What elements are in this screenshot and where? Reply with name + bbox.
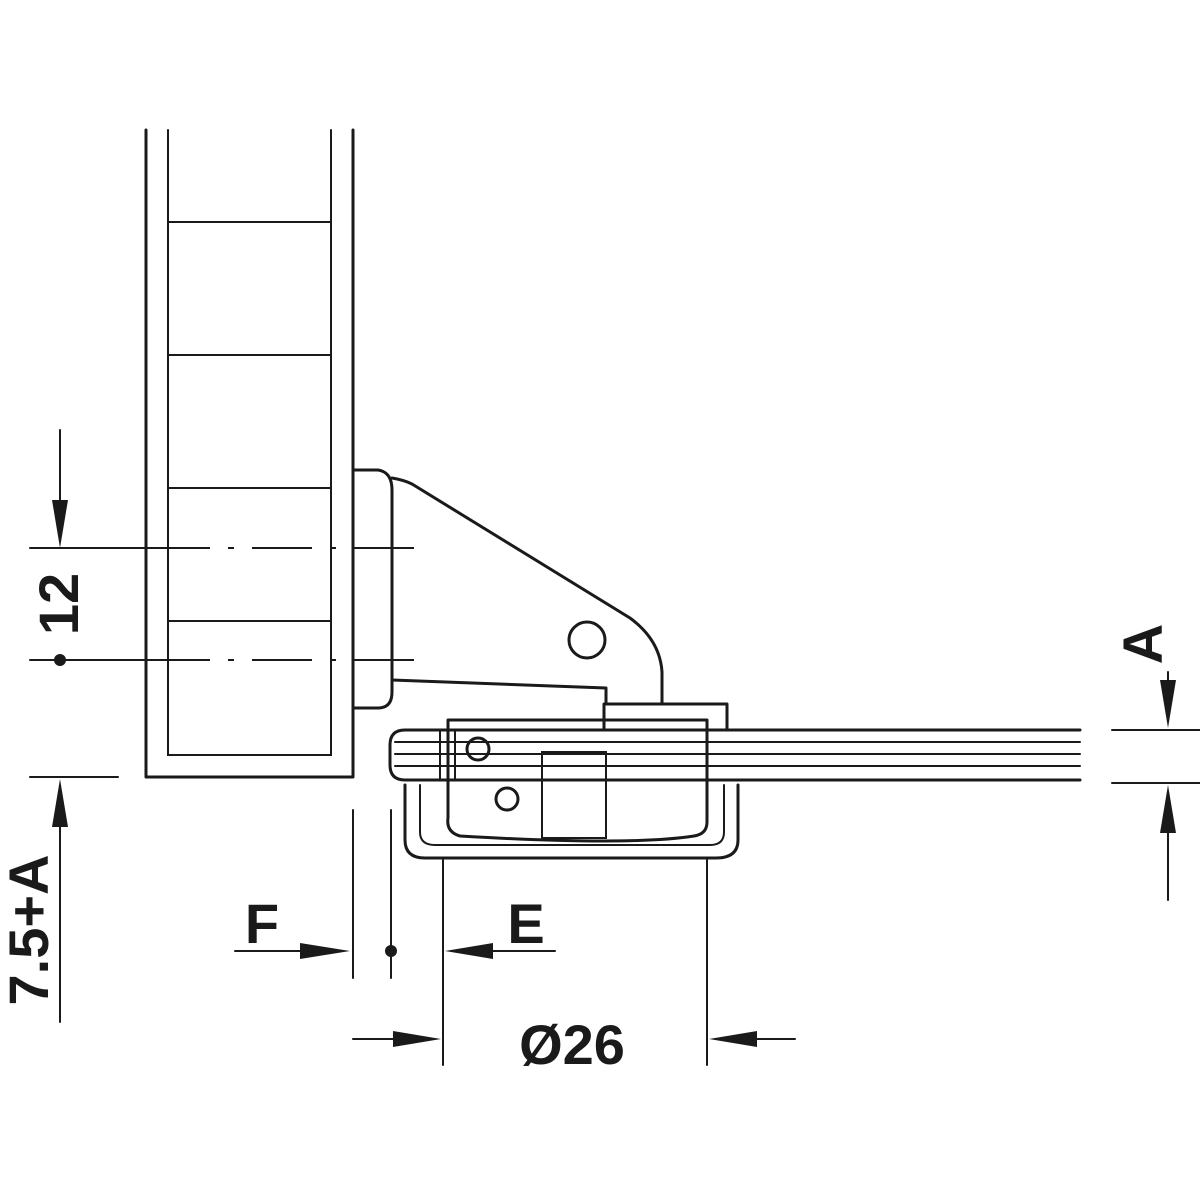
centre-lines: [150, 547, 430, 661]
arm-adjustment-screw: [567, 620, 607, 660]
dimension-7-5-plus-a: 7.5+A: [0, 776, 119, 1023]
dimension-diameter-26: Ø26: [352, 1013, 796, 1076]
mounting-plate: [351, 468, 394, 710]
dimension-12-label: 12: [27, 573, 90, 635]
dimension-12: 12: [27, 429, 151, 666]
cabinet-side-panel: [144, 128, 355, 779]
dimension-12-dot: [54, 654, 66, 666]
dimension-7-5-plus-a-label: 7.5+A: [0, 855, 60, 1006]
cup-screw-upper: [465, 736, 491, 762]
door-panel: [388, 728, 1082, 782]
dimension-f-label: F: [245, 892, 279, 955]
hinge-arm: [390, 476, 664, 706]
dimension-e-label: E: [507, 892, 544, 955]
dimension-a: A: [1111, 624, 1200, 901]
dimension-e: E: [442, 857, 708, 1066]
dimension-a-label: A: [1111, 624, 1174, 664]
cup-screw-lower: [494, 786, 520, 812]
dimension-f: F: [234, 809, 397, 979]
dimension-f-dot: [385, 945, 397, 957]
dimension-diameter-26-label: Ø26: [519, 1013, 625, 1076]
